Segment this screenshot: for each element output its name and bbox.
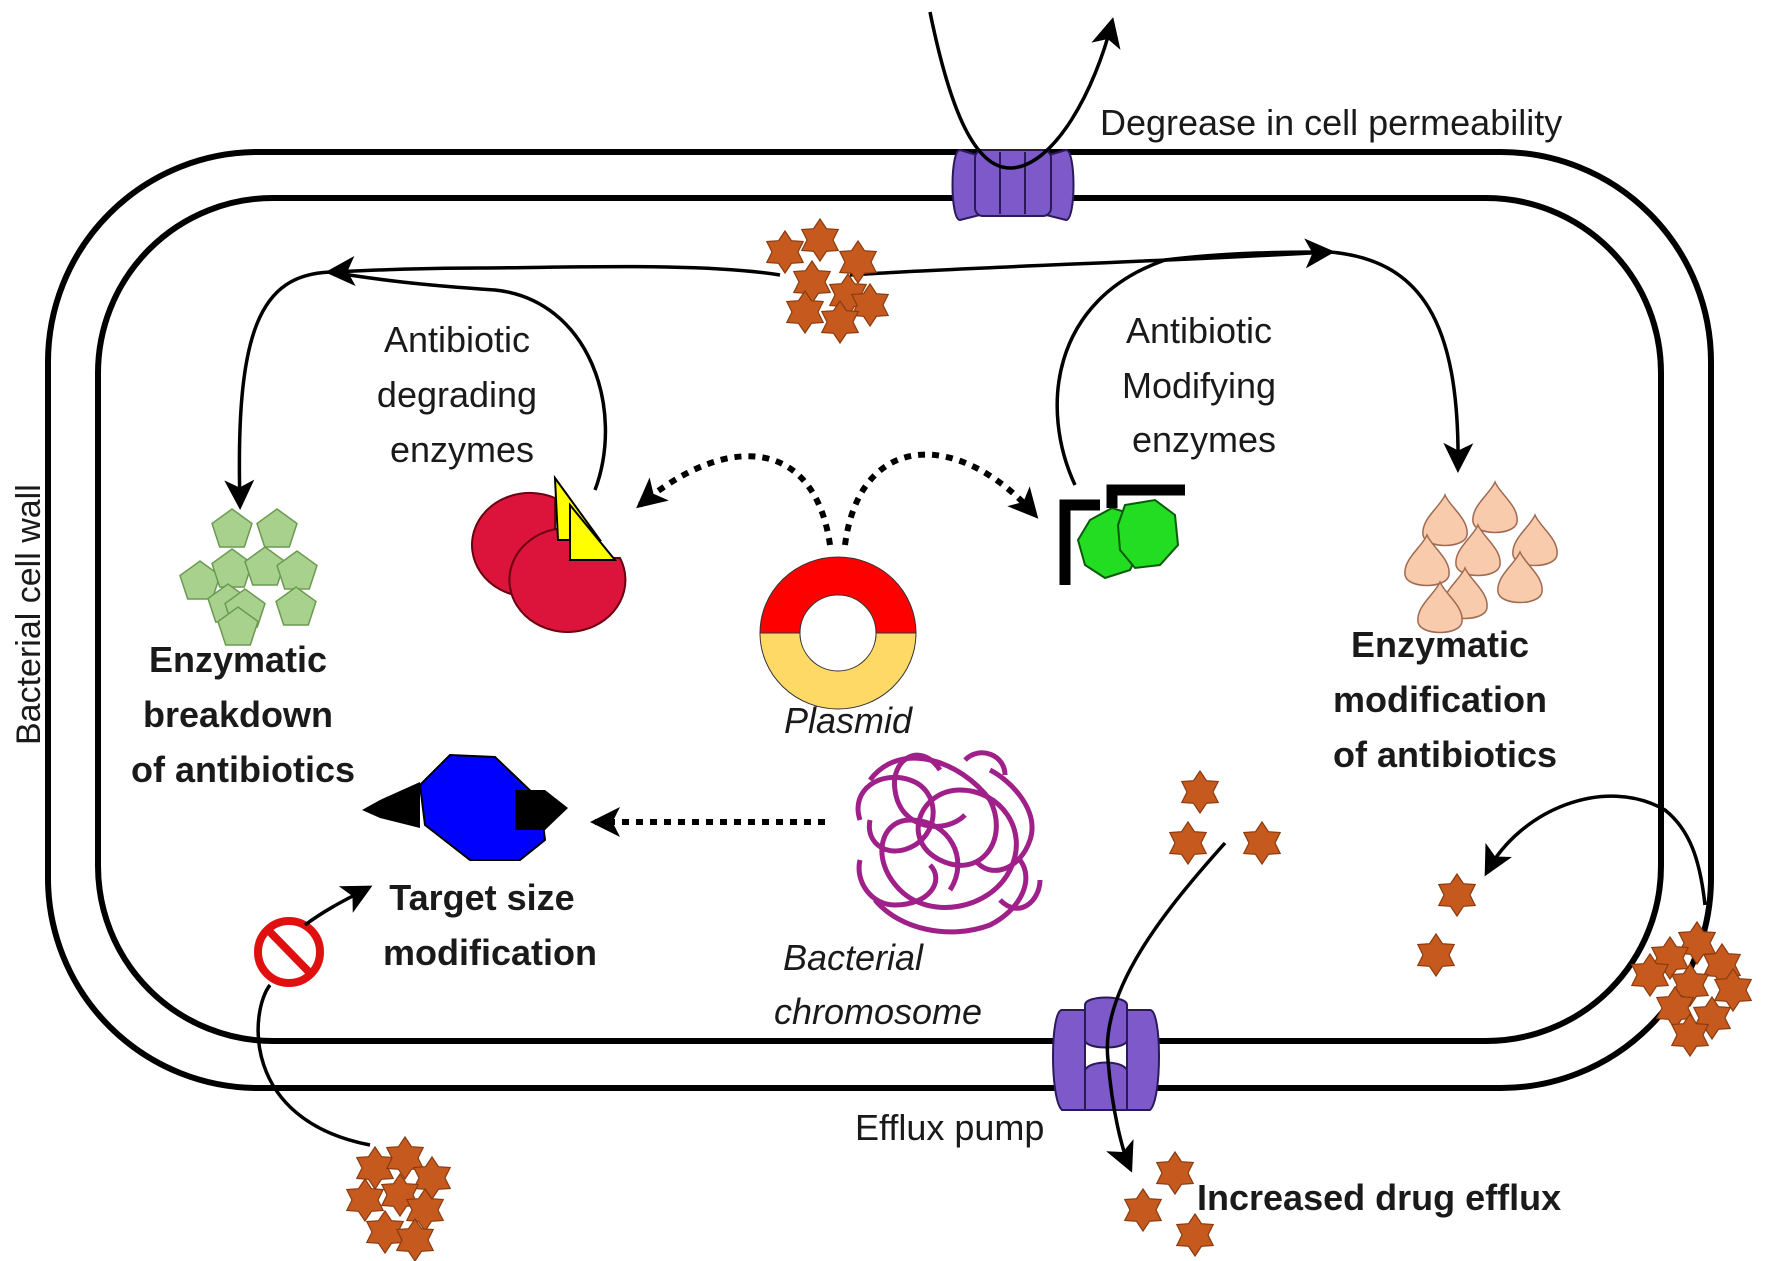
modifying-enzymes-label: Antibiotic Modifying enzymes	[1122, 310, 1286, 460]
modifying-enzyme-shape	[1059, 484, 1185, 585]
antibiotic-cluster-right	[1631, 921, 1752, 1057]
arrow-to-breakdown	[224, 270, 331, 510]
plasmid-ring	[759, 556, 917, 710]
breakdown-label: Enzymatic breakdown of antibiotics	[131, 639, 355, 790]
arrow-modifying-loop	[1055, 250, 1331, 486]
antibiotic-stars-right-inside	[1417, 873, 1476, 977]
permeability-arrow	[928, 11, 1121, 170]
outer-cell-wall	[45, 149, 1714, 1091]
drug-efflux-label: Increased drug efflux	[1197, 1177, 1561, 1218]
blocked-entry-arrow-head	[303, 885, 373, 927]
plasmid-to-modifying-arrow	[842, 451, 1039, 546]
plasmid-label: Plasmid	[784, 700, 913, 741]
efflux-pump-label: Efflux pump	[855, 1107, 1044, 1148]
modification-label: Enzymatic modification of antibiotics	[1333, 624, 1557, 775]
antibiotic-cluster-top	[766, 218, 889, 344]
target-shape	[362, 753, 568, 861]
efflux-pump	[1052, 996, 1160, 1111]
inner-cell-membrane	[95, 195, 1664, 1044]
plasmid-to-degrading-arrow	[636, 453, 833, 546]
broken-antibiotics-pentagons	[179, 508, 318, 646]
permeability-label: Degrease in cell permeability	[1100, 102, 1562, 143]
arrow-degrading-loop	[329, 270, 608, 491]
chromosome-label: Bacterial chromosome	[774, 937, 982, 1032]
antibiotic-stars-inside-right	[1169, 770, 1281, 865]
antibiotic-cluster-bottom-left	[346, 1136, 451, 1261]
top-porin-channel	[951, 148, 1075, 222]
membrane-path-left	[325, 256, 781, 286]
bacterial-chromosome	[855, 750, 1043, 935]
arrow-to-modification	[1329, 250, 1474, 473]
cell-wall-label: Bacterial cell wall	[10, 484, 48, 745]
right-entry-arrow	[1484, 794, 1707, 906]
degrading-enzyme-shape	[471, 474, 627, 633]
degrading-enzymes-label: Antibiotic degrading enzymes	[377, 319, 547, 470]
efflux-arrow	[1105, 841, 1227, 1173]
modified-antibiotics-drops	[1404, 481, 1558, 634]
membrane-path-right	[849, 238, 1335, 277]
target-label: Target size modification	[383, 877, 597, 973]
blocked-entry-arrow	[256, 983, 371, 1147]
no-entry-sign	[254, 917, 324, 987]
